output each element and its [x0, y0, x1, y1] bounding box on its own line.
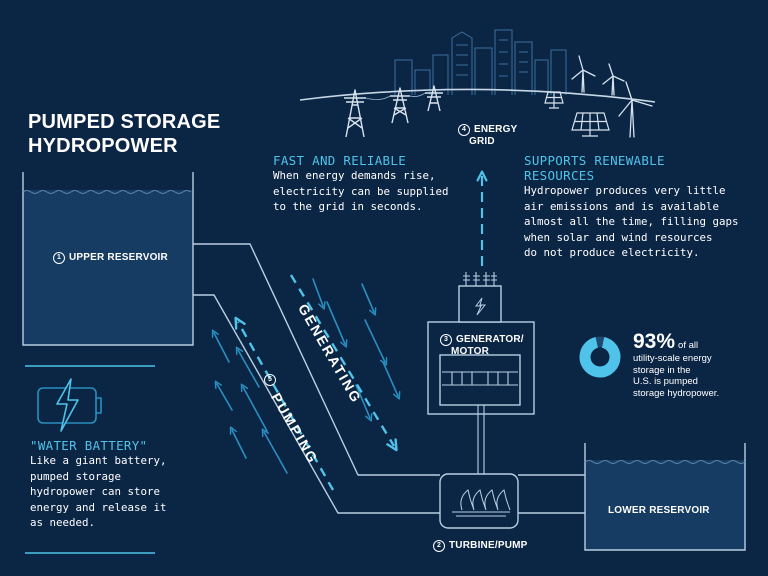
solar-panels	[544, 91, 610, 137]
upper-reservoir-text: UPPER RESERVOIR	[69, 252, 168, 263]
fast-reliable-heading: FAST AND RELIABLE	[273, 153, 407, 168]
generator-motor-line-1: GENERATOR/	[456, 334, 524, 345]
renewable-heading-line-1: SUPPORTS RENEWABLE	[524, 153, 665, 168]
turbine-pump-number: 2	[433, 540, 445, 552]
energy-grid-line-2: GRID	[469, 136, 495, 147]
turbine-pump-text: TURBINE/PUMP	[449, 540, 528, 551]
title-line-2: HYDROPOWER	[28, 135, 178, 157]
turbine-pump-label: 2 TURBINE/PUMP	[433, 540, 528, 552]
generator-motor-line-2: MOTOR	[451, 346, 490, 357]
water-battery-block: "WATER BATTERY" Like a giant battery, pu…	[30, 438, 180, 531]
generating-flow-arrow	[289, 274, 398, 452]
stat-block: 93%of all utility-scale energy storage i…	[633, 331, 758, 399]
stat-line-3: U.S. is pumped	[633, 376, 698, 387]
energy-grid-number: 4	[458, 124, 470, 136]
stat-line-4: storage hydropower.	[633, 387, 720, 399]
upper-reservoir-label: 1 UPPER RESERVOIR	[53, 252, 168, 264]
fast-reliable-block: FAST AND RELIABLE When energy demands ri…	[273, 153, 473, 215]
stat-suffix: of all	[678, 340, 699, 351]
water-battery-line-1: Like a giant battery,	[30, 454, 167, 467]
renewable-line-3: almost all the time, filling gaps	[524, 215, 739, 228]
energy-grid-label: 4 ENERGY GRID	[458, 124, 517, 147]
title-line-1: PUMPED STORAGE	[28, 111, 221, 133]
penstock-pipe	[193, 243, 585, 514]
stat-donut	[579, 336, 621, 378]
pumping-arrows	[211, 329, 288, 474]
renewable-line-1: Hydropower produces very little	[524, 184, 726, 197]
pumping-flow-arrow	[234, 316, 335, 491]
water-battery-heading: "WATER BATTERY"	[30, 438, 148, 453]
wind-turbines	[571, 55, 653, 138]
energy-grid-line-1: ENERGY	[474, 124, 518, 135]
city-skyline	[394, 29, 567, 95]
water-battery-line-3: hydropower can store	[30, 485, 161, 498]
fast-reliable-line-3: to the grid in seconds.	[273, 200, 423, 213]
renewable-heading-line-2: RESOURCES	[524, 168, 595, 183]
fast-reliable-line-2: electricity can be supplied	[273, 184, 449, 198]
stat-value: 93%	[633, 330, 676, 353]
stat-line-1: utility-scale energy	[633, 353, 712, 364]
stat-line-2: storage in the	[633, 364, 691, 376]
fast-reliable-line-1: When energy demands rise,	[273, 169, 436, 182]
renewable-line-2: air emissions and is available	[524, 199, 720, 213]
upper-reservoir-number: 1	[53, 252, 65, 264]
upper-reservoir	[22, 172, 194, 346]
transmission-towers	[344, 85, 443, 138]
water-battery-line-4: energy and release it	[30, 500, 167, 514]
generating-arrows	[312, 278, 401, 422]
water-battery-line-2: pumped storage	[30, 469, 122, 483]
page-title: PUMPED STORAGE HYDROPOWER	[28, 110, 248, 158]
renewable-block: SUPPORTS RENEWABLE RESOURCES Hydropower …	[524, 153, 760, 261]
renewable-line-5: do not produce electricity.	[524, 246, 700, 259]
generator-motor-number: 3	[440, 334, 452, 346]
generator-motor-label: 3 GENERATOR/ MOTOR	[440, 334, 524, 357]
renewable-line-4: when solar and wind resources	[524, 230, 713, 244]
lower-reservoir	[584, 443, 746, 551]
water-battery-line-5: as needed.	[30, 516, 96, 529]
powerhouse	[427, 272, 535, 529]
pumping-number-wrap: 5	[264, 374, 280, 386]
battery-icon	[37, 378, 102, 432]
lower-reservoir-label: LOWER RESERVOIR	[608, 505, 710, 516]
pumping-number: 5	[264, 374, 276, 386]
horizon-line	[299, 88, 656, 103]
